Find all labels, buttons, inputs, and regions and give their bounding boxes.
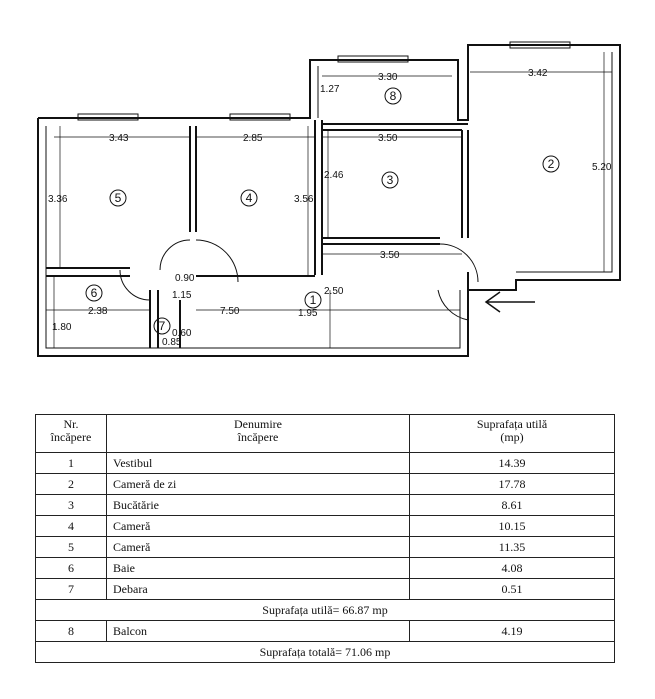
room-nr: 4 — [35, 515, 107, 537]
room-marker-1-circle — [304, 291, 322, 309]
table-row: 1 Vestibul 14.39 — [35, 452, 615, 474]
room-area: 11.35 — [409, 536, 615, 558]
room-name: Debara — [106, 578, 410, 600]
room-name: Balcon — [106, 620, 410, 642]
room-marker-2-circle — [542, 155, 560, 173]
table-row: 7 Debara 0.51 — [35, 578, 615, 600]
subtotal-text: Suprafața utilă= 66.87 mp — [35, 599, 615, 621]
entrance-arrow — [484, 291, 535, 313]
room-marker-5-circle — [109, 189, 127, 207]
room-area: 10.15 — [409, 515, 615, 537]
window-8 — [337, 55, 409, 63]
table-row: 4 Cameră 10.15 — [35, 515, 615, 537]
dim-label: 3.50 — [378, 133, 398, 144]
room-nr: 7 — [35, 578, 107, 600]
dim-label: 2.38 — [88, 306, 108, 317]
room-marker-2: 2 — [548, 157, 555, 171]
room-name: Cameră de zi — [106, 473, 410, 495]
room-marker-4: 4 — [246, 191, 253, 205]
room-nr: 8 — [35, 620, 107, 642]
dim-label: 3.36 — [48, 194, 68, 205]
room-area: 4.08 — [409, 557, 615, 579]
dim-label: 7.50 — [220, 306, 240, 317]
room-marker-1: 1 — [310, 293, 317, 307]
room-marker-3-circle — [381, 171, 399, 189]
room-name: Cameră — [106, 515, 410, 537]
room-marker-6-circle — [85, 284, 103, 302]
room-nr: 1 — [35, 452, 107, 474]
header-nr: Nr. încăpere — [35, 414, 107, 453]
dim-label: 3.43 — [109, 133, 129, 144]
room-marker-7-circle — [153, 317, 171, 335]
room-nr: 3 — [35, 494, 107, 516]
door-4 — [195, 239, 239, 283]
room-nr: 5 — [35, 536, 107, 558]
room-marker-4-circle — [240, 189, 258, 207]
outer-wall-right-inner — [516, 52, 613, 273]
dim-label: 2.50 — [324, 286, 344, 297]
door-bath — [119, 269, 151, 301]
room-name: Cameră — [106, 536, 410, 558]
header-name: Denumire încăpere — [106, 414, 410, 453]
floor-plan: 5 4 3 2 8 6 7 1 3.30 3.42 1.27 3.43 2.85… — [37, 41, 621, 357]
room-area: 0.51 — [409, 578, 615, 600]
dim-label: 2.46 — [324, 170, 344, 181]
window-4 — [229, 113, 291, 121]
dim-label: 3.56 — [294, 194, 314, 205]
total-text: Suprafața totală= 71.06 mp — [35, 641, 615, 663]
room-marker-5: 5 — [115, 191, 122, 205]
outer-wall-inner — [45, 126, 461, 349]
dim-label: 0.90 — [175, 273, 195, 284]
dim-label: 3.42 — [528, 68, 548, 79]
table-header-row: Nr. încăpere Denumire încăpere Suprafața… — [35, 414, 615, 453]
dim-label: 0.60 — [172, 328, 192, 339]
room-name: Vestibul — [106, 452, 410, 474]
dim-label: 2.85 — [243, 133, 263, 144]
dim-label: 3.50 — [380, 250, 400, 261]
table-row: 5 Cameră 11.35 — [35, 536, 615, 558]
dim-label: 0.85 — [162, 337, 182, 348]
room-name: Baie — [106, 557, 410, 579]
room-nr: 2 — [35, 473, 107, 495]
room-area: 17.78 — [409, 473, 615, 495]
room-marker-8: 8 — [390, 89, 397, 103]
table-row: 8 Balcon 4.19 — [35, 620, 615, 642]
table-row: 6 Baie 4.08 — [35, 557, 615, 579]
outer-wall-right — [38, 44, 621, 356]
room-area: 8.61 — [409, 494, 615, 516]
door-5 — [159, 239, 191, 271]
subtotal-row: Suprafața utilă= 66.87 mp — [35, 599, 615, 621]
room-name: Bucătărie — [106, 494, 410, 516]
dim-label: 1.95 — [298, 308, 318, 319]
room-marker-8-circle — [384, 87, 402, 105]
window-5 — [77, 113, 139, 121]
dim-label: 5.20 — [592, 162, 612, 173]
dim-label: 1.15 — [172, 290, 192, 301]
room-nr: 6 — [35, 557, 107, 579]
total-row: Suprafața totală= 71.06 mp — [35, 641, 615, 663]
dim-label: 1.27 — [320, 84, 340, 95]
room-marker-6: 6 — [91, 286, 98, 300]
table-row: 3 Bucătărie 8.61 — [35, 494, 615, 516]
dim-label: 1.80 — [52, 322, 72, 333]
door-entrance — [437, 289, 469, 321]
header-area: Suprafața utilă (mp) — [409, 414, 615, 453]
room-area: 14.39 — [409, 452, 615, 474]
room-area: 4.19 — [409, 620, 615, 642]
dim-label: 3.30 — [378, 72, 398, 83]
door-3 — [439, 243, 479, 283]
window-2 — [509, 41, 571, 49]
room-area-table: Nr. încăpere Denumire încăpere Suprafața… — [35, 414, 615, 663]
room-marker-7: 7 — [159, 319, 166, 333]
room-marker-3: 3 — [387, 173, 394, 187]
table-row: 2 Cameră de zi 17.78 — [35, 473, 615, 495]
